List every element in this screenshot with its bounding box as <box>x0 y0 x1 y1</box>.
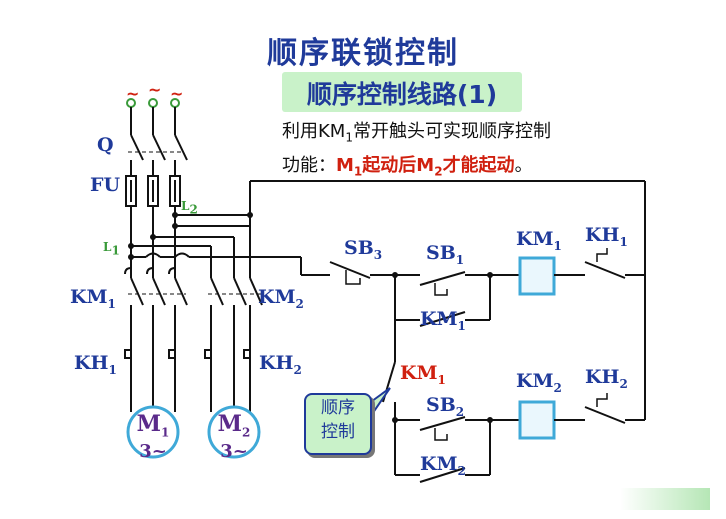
description-line-1: 利用KM1常开触头可实现顺序控制 <box>282 121 551 145</box>
km1-coil <box>518 256 556 296</box>
sb2-contact <box>419 416 466 431</box>
km2-main-contact-1 <box>210 277 224 306</box>
km2-holding-contact <box>419 467 466 483</box>
page-title: 顺序联锁控制 <box>267 36 459 71</box>
sequence-control-callout <box>304 393 372 455</box>
km2-coil <box>518 400 556 440</box>
callout-text: 顺序控制 <box>321 398 355 442</box>
q-blade-3 <box>174 134 188 161</box>
watermark <box>620 488 710 510</box>
label-km2-coil: KM2 <box>516 370 562 395</box>
kh2-nc-contact <box>584 406 626 424</box>
terminal-l2 <box>148 98 158 108</box>
label-q: Q <box>97 134 114 156</box>
label-kh1-ctrl: KH1 <box>585 224 628 249</box>
sb1-contact <box>419 271 466 286</box>
motor-m2 <box>207 405 261 459</box>
subtitle-box <box>282 72 522 112</box>
power-circuit <box>124 98 645 459</box>
label-km2-main: KM2 <box>258 286 304 311</box>
label-km1-main: KM1 <box>70 286 116 311</box>
label-km1-sequence: KM1 <box>400 362 446 387</box>
q-blade-2 <box>152 134 166 161</box>
description: 利用KM1常开触头可实现顺序控制 功能：M1起动后M2才能起动。 <box>282 118 722 185</box>
label-l1: L1 <box>103 240 120 258</box>
q-blade-1 <box>130 134 144 161</box>
label-sb3: SB3 <box>344 237 383 262</box>
km1-main-contact-3 <box>174 277 188 306</box>
motor-m2-label: M2 3~ <box>217 411 251 463</box>
km1-holding-contact <box>419 311 466 327</box>
junction-dots <box>128 212 253 260</box>
kh1-nc-contact <box>584 261 626 279</box>
kh2-element <box>204 349 211 359</box>
km2-main-contact-3 <box>249 277 263 306</box>
supply-symbol-3: ~ <box>170 84 184 103</box>
label-km1-coil: KM1 <box>516 228 562 253</box>
km1-main-contact-2 <box>152 277 166 306</box>
supply-symbol-1: ~ <box>126 84 140 103</box>
supply-symbol-2: ~ <box>148 80 162 99</box>
motor-m1 <box>126 405 180 459</box>
subtitle: 顺序控制线路(1) <box>306 80 498 109</box>
motor-m1-label: M1 3~ <box>136 411 170 463</box>
km2-main-contact-2 <box>233 277 247 306</box>
label-kh1-main: KH1 <box>74 352 117 377</box>
km1-main-contact-1 <box>130 277 144 306</box>
label-kh2-main: KH2 <box>259 352 302 377</box>
label-sb2: SB2 <box>426 394 465 419</box>
control-circuit <box>300 181 646 483</box>
label-sb1: SB1 <box>426 242 465 267</box>
kh1-element <box>124 349 131 359</box>
label-l2: L2 <box>181 199 198 217</box>
label-km1-holding: KM1 <box>420 308 466 333</box>
label-kh2-ctrl: KH2 <box>585 366 628 391</box>
sb3-contact <box>329 261 371 279</box>
label-km2-holding: KM2 <box>420 453 466 478</box>
label-fu: FU <box>90 174 121 196</box>
description-line-2: 功能：M1起动后M2才能起动。 <box>282 154 533 179</box>
